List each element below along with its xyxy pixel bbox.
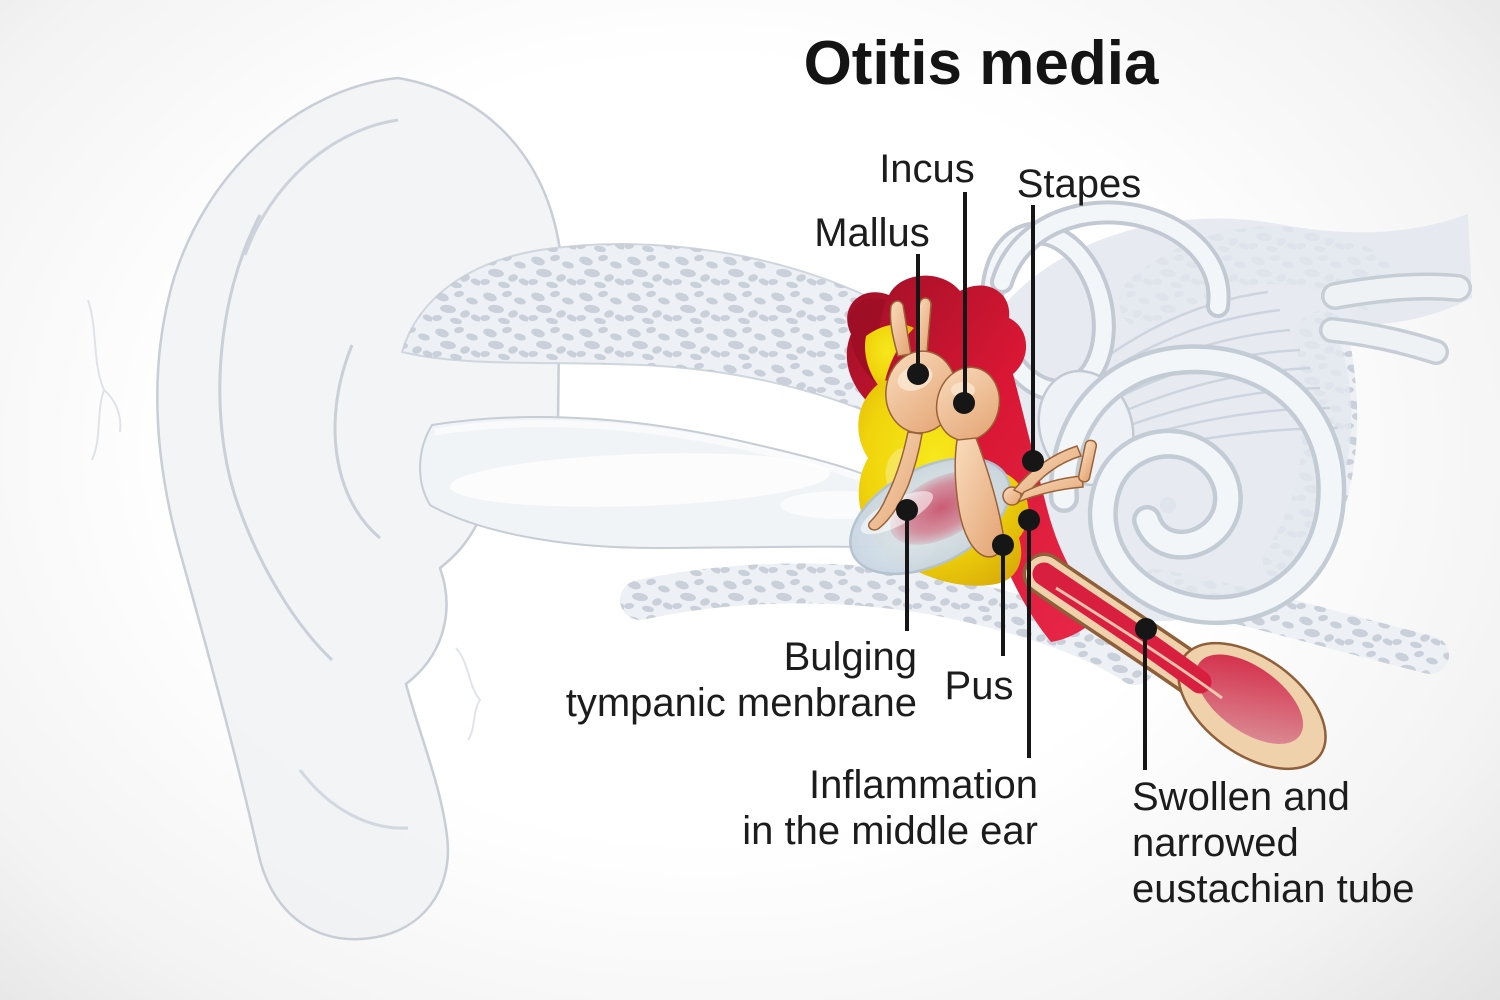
muscle-prongs bbox=[1319, 272, 1472, 365]
label-inflammation-middle-ear-line-2: in the middle ear bbox=[742, 809, 1038, 853]
label-pus: Pus bbox=[945, 663, 1014, 709]
leader-dot-mallus bbox=[907, 363, 929, 385]
stapes bbox=[1002, 439, 1098, 506]
label-inflammation-middle-ear-line-1: Inflammation bbox=[809, 763, 1038, 807]
leader-dot-pus bbox=[992, 534, 1014, 556]
leader-dot-inflammation-middle-ear bbox=[1018, 509, 1040, 531]
label-mallus: Mallus bbox=[814, 210, 930, 256]
label-incus: Incus bbox=[879, 146, 975, 192]
leader-dot-stapes bbox=[1022, 450, 1044, 472]
leader-dot-swollen-eustachian-tube bbox=[1135, 618, 1157, 640]
leader-dot-bulging-tympanic-membrane bbox=[896, 499, 918, 521]
label-pus-line-1: Pus bbox=[944, 664, 1014, 708]
label-swollen-eustachian-tube-line-2: narrowed bbox=[1132, 821, 1299, 865]
eustachian-tube bbox=[1022, 552, 1327, 771]
label-bulging-tympanic-membrane-line-1: Bulging bbox=[783, 635, 917, 679]
bone-vein-lines bbox=[87, 299, 482, 741]
cochlea bbox=[1048, 344, 1347, 626]
diagram-title: Otitis media bbox=[803, 29, 1159, 98]
label-mallus-line-1: Mallus bbox=[814, 211, 930, 255]
label-stapes-line-1: Stapes bbox=[1016, 162, 1142, 206]
leader-dot-incus bbox=[953, 392, 975, 414]
label-bulging-tympanic-membrane-line-2: tympanic menbrane bbox=[565, 681, 917, 725]
label-stapes: Stapes bbox=[1017, 161, 1142, 207]
label-swollen-eustachian-tube-line-3: eustachian tube bbox=[1132, 867, 1415, 911]
label-incus-line-1: Incus bbox=[879, 147, 975, 191]
label-swollen-eustachian-tube-line-1: Swollen and bbox=[1132, 775, 1350, 819]
eustachian-tube-bulb bbox=[1177, 641, 1327, 771]
